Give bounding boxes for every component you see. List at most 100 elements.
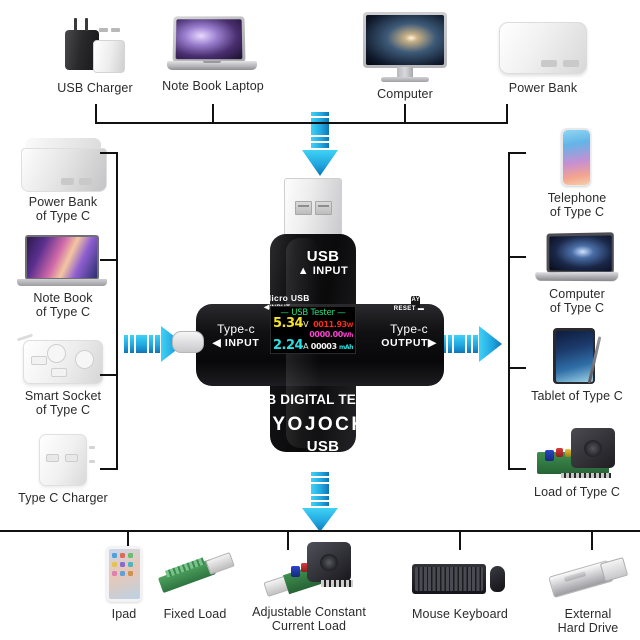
device-label: Mouse Keyboard [412,607,508,621]
usb-digital-tester[interactable]: USB ▲ INPUT Micro USB ◀INPUT Type-c ◀ IN… [172,178,444,494]
bracket-right-vertical [508,152,510,470]
device-label: Computer of Type C [549,287,605,315]
device-label: Load of Type C [534,485,620,499]
bracket-top-stem-1 [212,104,214,124]
telephone-type-c-icon [531,128,623,188]
device-label: Power Bank [508,81,578,95]
usb-a-plug [284,178,342,241]
device-usb-charger: USB Charger [40,16,150,95]
notebook-type-c-icon [17,234,109,288]
lcd-capacity-value: 00003 [310,342,337,351]
bracket-right-stem-2 [508,367,526,369]
external-hard-drive-icon [542,546,634,604]
device-keyboard-mouse: Mouse Keyboard [398,546,522,621]
usb-output-label: USB OUTPUT ▼ [280,438,366,467]
device-label: Note Book Laptop [162,79,264,93]
typec-output-direction: OUTPUT▶ [381,337,437,349]
laptop-icon [167,14,259,76]
bracket-left-vertical [116,152,118,470]
device-label: Tablet of Type C [531,389,623,403]
lcd-power-value: 0011.93 [313,320,347,329]
bracket-right-stem-3 [508,468,526,470]
device-telephone-type-c: Telephone of Type C [522,128,632,219]
device-notebook-type-c: Note Book of Type C [8,234,118,319]
lcd-power-unit: W [346,322,354,329]
type-c-port-nub [411,296,420,308]
bracket-bottom-stem-1 [287,530,289,550]
product-title: USB DIGITAL TESTER [247,392,393,407]
bracket-bottom-stem-0 [127,530,129,550]
display-button-label[interactable]: DISPLAY ● [391,297,427,303]
device-computer-type-c: Computer of Type C [522,232,632,315]
lcd-capacity-unit: mAh [339,344,353,351]
device-external-hard-drive: External Hard Drive [538,546,638,635]
usb-input-port: USB [306,248,340,265]
smart-socket-icon [16,330,109,386]
lcd-voltage-value: 5.34 [273,316,304,331]
device-computer: Computer [350,12,460,101]
device-fixed-load: Fixed Load [120,546,270,621]
device-label: Telephone of Type C [547,191,607,219]
lcd-energy-unit: Wh [342,332,353,339]
bracket-right-stem-0 [508,152,526,154]
typec-input-port: Type-c [217,322,255,336]
tester-lcd-screen: — USB Tester — 5.34V 0011.93W 0000.00Wh … [270,306,356,354]
lcd-voltage-unit: V [303,320,309,329]
lcd-header: — USB Tester — [280,308,346,318]
bracket-left-stem-1 [100,259,118,261]
fixed-load-icon [149,546,241,604]
typec-output-port: Type-c [390,322,428,336]
device-smart-socket: Smart Socket of Type C [8,330,118,417]
power-bank-icon [497,16,589,78]
computer-type-c-icon [531,232,623,284]
bracket-left-stem-3 [100,468,118,470]
device-label: Ipad [111,607,137,621]
typec-input-direction: ◀ INPUT [212,337,260,349]
arrow-right-right [442,324,504,369]
device-label: Smart Socket of Type C [24,389,102,417]
tablet-type-c-icon [531,326,623,386]
desktop-computer-icon [359,12,451,84]
brand-logo: YOJOCK [272,414,368,435]
bracket-top-stem-2 [404,104,406,124]
usb-output-port: USB [306,438,340,455]
device-tablet-type-c: Tablet of Type C [522,326,632,403]
bracket-bottom-stem-3 [591,530,593,550]
bracket-bottom-stem-2 [459,530,461,550]
usb-charger-icon [55,16,135,78]
typec-input-label: Type-c ◀ INPUT [200,322,272,350]
device-notebook-laptop: Note Book Laptop [148,14,278,93]
bracket-bottom-horizontal [0,530,640,532]
bracket-top-stem-0 [95,104,97,124]
device-label: USB Charger [57,81,133,95]
device-power-bank-type-c: Power Bank of Type C [8,134,118,223]
device-type-c-charger: Type C Charger [8,428,118,505]
arrow-bottom-down [300,472,340,539]
button-legend[interactable]: DISPLAY ● RESET ▬ [376,296,442,313]
lcd-current-value: 2.24 [273,338,304,353]
device-label: External Hard Drive [557,607,619,635]
reset-button-label[interactable]: RESET ▬ [393,305,425,312]
bracket-right-stem-1 [508,256,526,258]
power-bank-type-c-icon [17,134,109,192]
usb-input-label: USB ▲ INPUT [280,248,366,277]
device-electronic-load: Load of Type C [522,424,632,499]
device-label: Fixed Load [163,607,227,621]
type-c-plug-left [172,331,204,353]
bracket-top-horizontal [95,122,508,124]
device-label: Adjustable Constant Current Load [252,605,366,633]
bracket-left-stem-2 [100,374,118,376]
bracket-top-stem-3 [506,104,508,124]
bracket-left-stem-0 [100,152,118,154]
device-label: Note Book of Type C [33,291,93,319]
keyboard-mouse-icon [412,546,508,604]
electronic-load-icon [531,424,623,482]
device-label: Power Bank of Type C [28,195,98,223]
device-ipad: Ipad [78,546,170,621]
adjustable-load-icon [263,540,355,602]
micro-usb-port: Micro USB [264,293,310,303]
arrow-top-down [300,112,340,183]
tester-body: USB ▲ INPUT Micro USB ◀INPUT Type-c ◀ IN… [172,234,444,467]
ipad-icon [78,546,170,604]
